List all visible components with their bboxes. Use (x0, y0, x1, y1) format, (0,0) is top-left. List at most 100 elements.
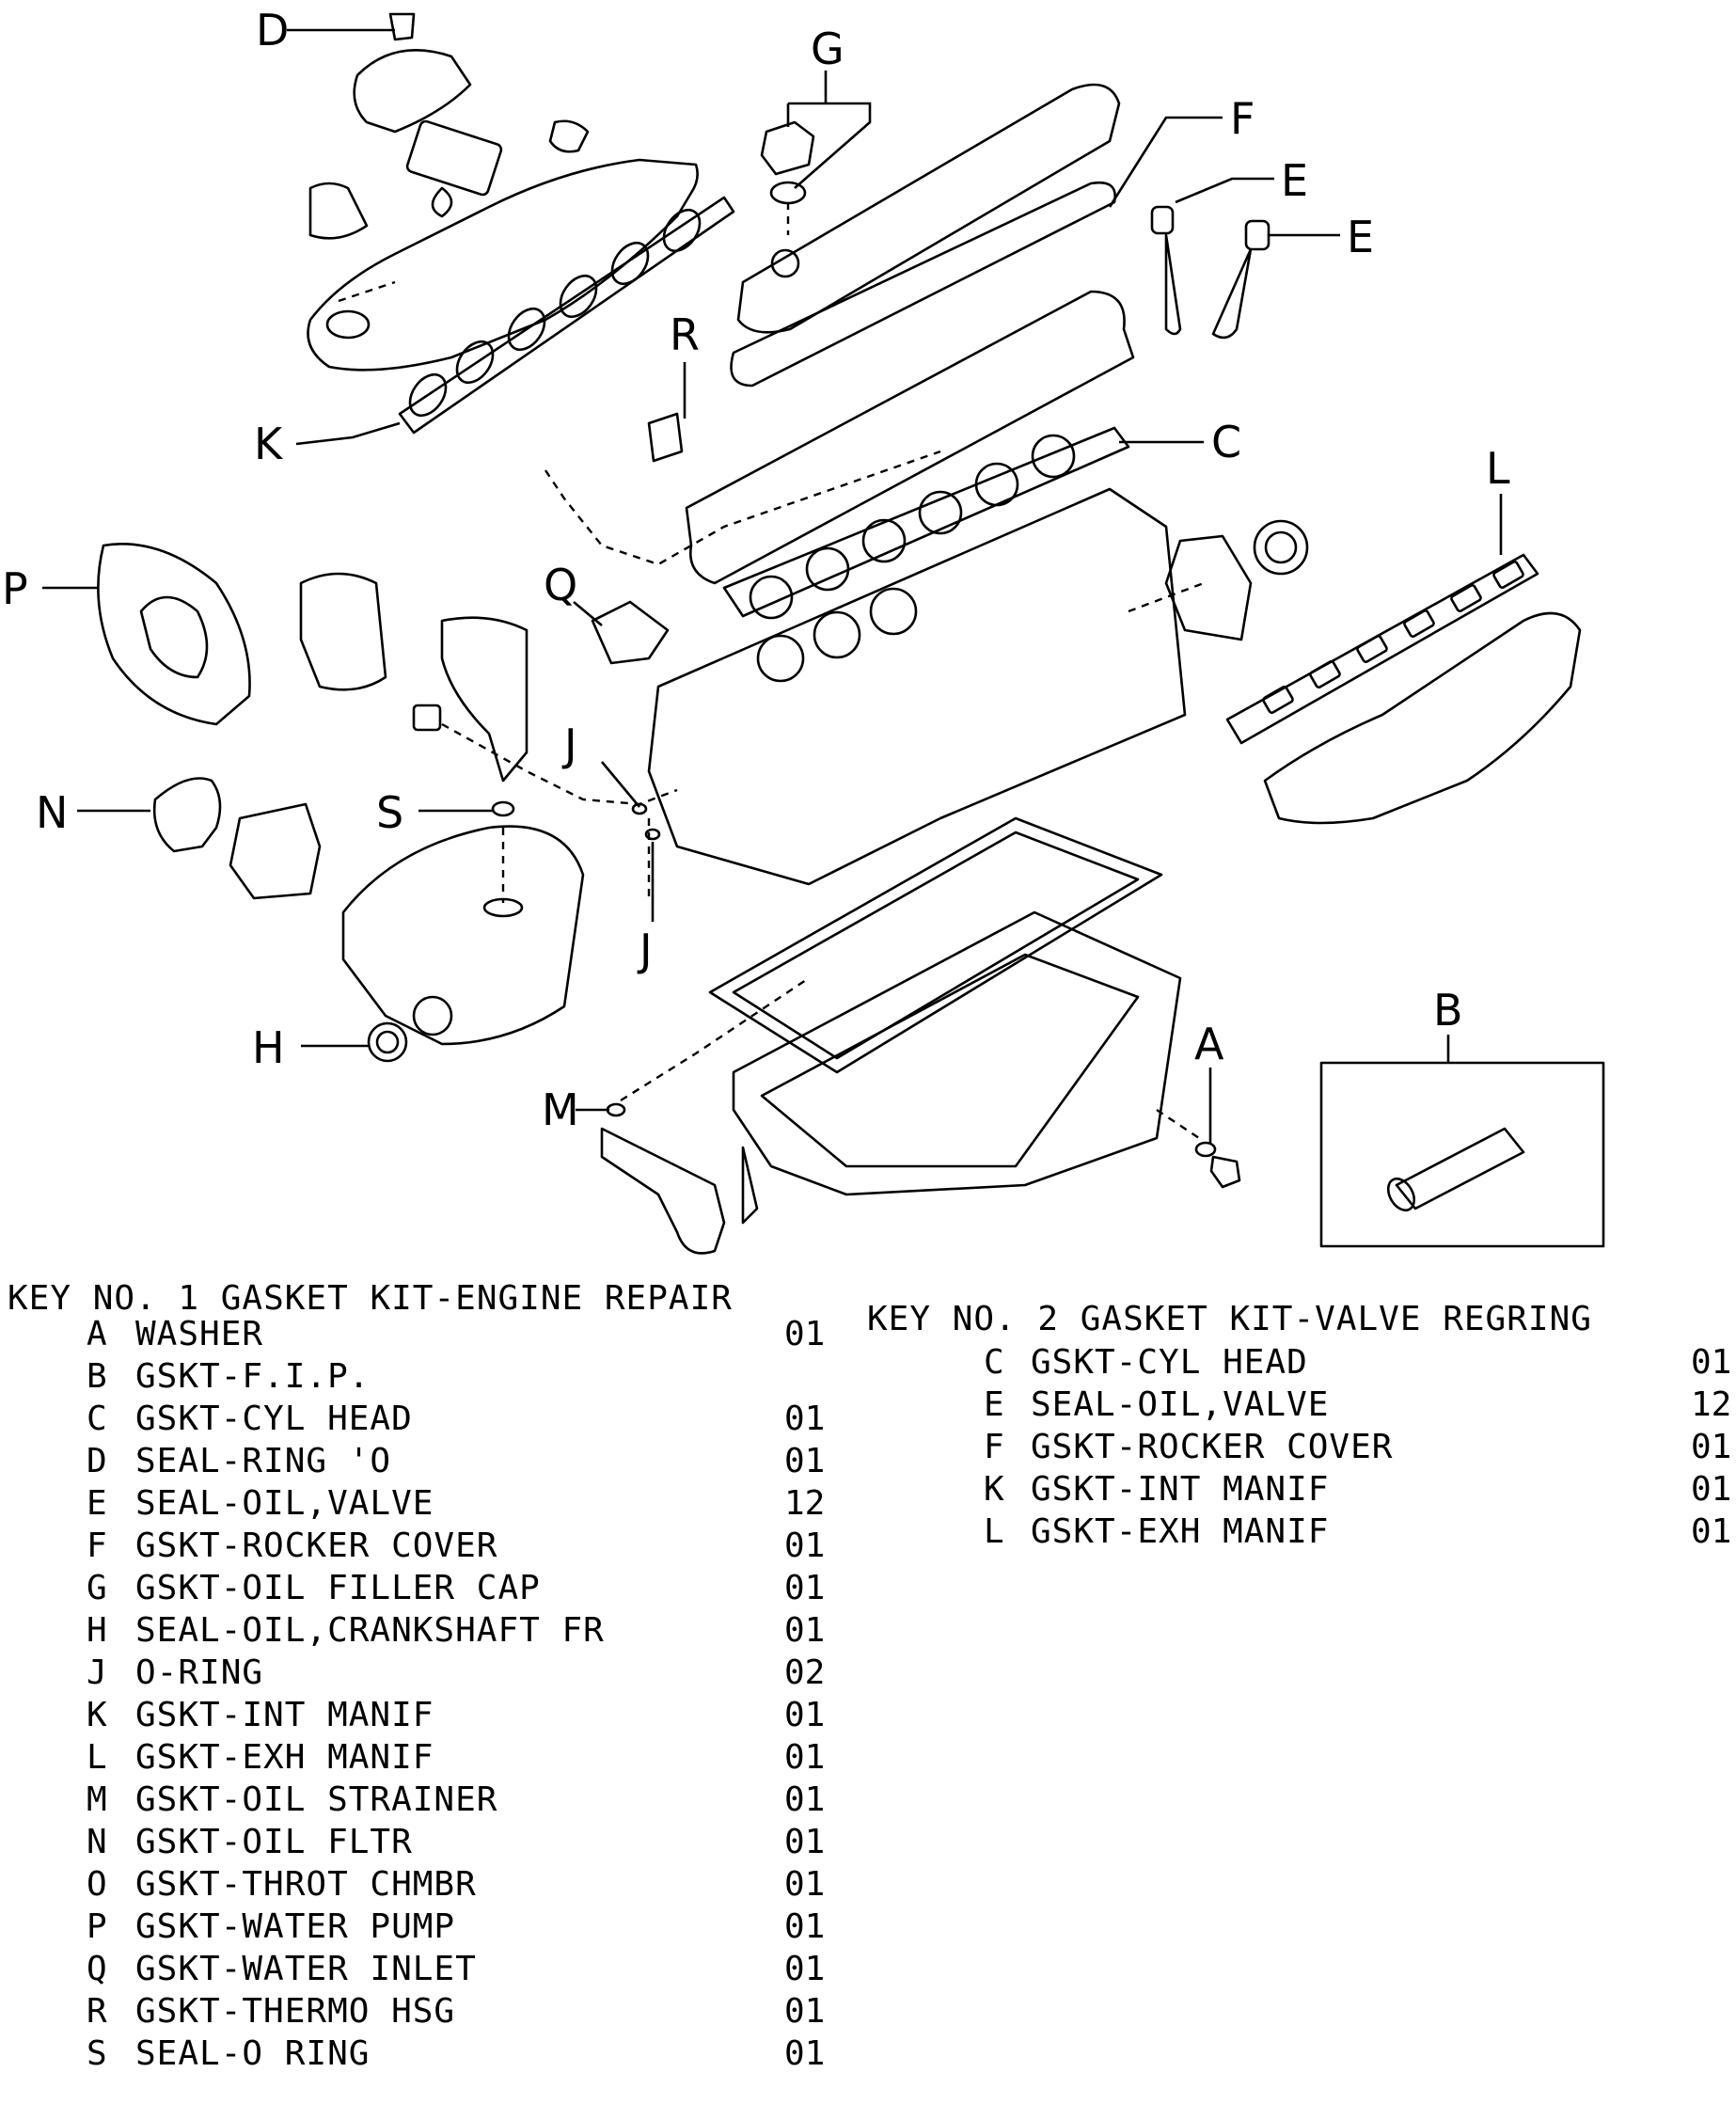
callout-F: F (1230, 93, 1255, 144)
part-letter: D (87, 1442, 107, 1480)
oil-pan-gasket (708, 816, 1163, 1074)
part-letter: J (87, 1653, 107, 1692)
intake-manifold (307, 158, 699, 372)
part-description: GSKT-ROCKER COVER (135, 1527, 498, 1565)
leader-F (1108, 116, 1223, 208)
part-description: GSKT-THROT CHMBR (135, 1865, 477, 1904)
small-gaskets (412, 704, 661, 918)
part-letter: C (984, 1343, 1004, 1382)
callout-G: G (811, 24, 844, 74)
part-quantity: 01 (784, 1569, 826, 1607)
callout-N: N (36, 787, 68, 838)
part-row: B GSKT-F.I.P. (87, 1355, 829, 1398)
part-quantity: 01 (784, 1950, 826, 1988)
part-quantity: 01 (784, 1400, 826, 1438)
exploded-parts-diagram: D G F E E R K C L P Q J J N S H M A B (2, 5, 1605, 1255)
intake-manifold-gasket (398, 196, 735, 435)
part-quantity: 01 (784, 1992, 826, 2031)
part-letter: F (87, 1527, 107, 1565)
callout-D: D (256, 5, 289, 55)
assembly-line (1156, 1109, 1200, 1139)
part-letter: P (87, 1907, 107, 1946)
cylinder-head (685, 290, 1135, 585)
leader-Q (573, 601, 603, 626)
part-letter: F (984, 1428, 1004, 1466)
fip-gasket-box (1319, 1061, 1605, 1248)
part-letter: K (87, 1696, 107, 1734)
part-letter: M (87, 1780, 107, 1819)
part-letter: K (984, 1470, 1004, 1509)
part-letter: A (87, 1315, 107, 1353)
part-description: O-RING (135, 1653, 264, 1692)
part-quantity: 01 (784, 1315, 826, 1353)
part-quantity: 01 (1691, 1343, 1732, 1382)
callout-H: H (252, 1022, 285, 1073)
thermostat-housing-gasket (647, 412, 684, 463)
rocker-cover (736, 83, 1121, 334)
part-quantity: 12 (1691, 1385, 1732, 1424)
part-letter: R (87, 1992, 107, 2031)
part-description: GSKT-EXH MANIF (135, 1738, 434, 1777)
leader-K (295, 421, 401, 446)
part-row: K GSKT-INT MANIF 01 (87, 1694, 829, 1736)
engine-block (647, 487, 1187, 886)
part-quantity: 01 (784, 1823, 826, 1861)
part-description: GSKT-THERMO HSG (135, 1992, 456, 2031)
part-description: GSKT-CYL HEAD (135, 1400, 413, 1438)
part-description: GSKT-INT MANIF (135, 1696, 434, 1734)
part-description: SEAL-OIL,VALVE (135, 1484, 434, 1523)
part-description: GSKT-INT MANIF (1031, 1470, 1330, 1509)
valve-oil-seals (1150, 205, 1270, 340)
callout-L: L (1486, 443, 1510, 494)
callout-C: C (1211, 417, 1241, 467)
assembly-line (338, 280, 396, 303)
water-inlet (591, 600, 670, 665)
front-cover (299, 572, 585, 1046)
oil-filler-cap (760, 120, 815, 205)
part-letter: H (87, 1611, 107, 1650)
part-letter: B (87, 1357, 107, 1396)
part-description: SEAL-OIL,CRANKSHAFT FR (135, 1611, 605, 1650)
parts-list-title: KEY NO. 2 GASKET KIT-VALVE REGRING (867, 1300, 1592, 1338)
part-quantity: 01 (784, 1780, 826, 1819)
assembly-line (1128, 581, 1205, 613)
part-quantity: 01 (784, 1907, 826, 1946)
assembly-line (620, 977, 810, 1102)
part-description: GSKT-F.I.P. (135, 1357, 371, 1396)
part-quantity: 01 (784, 1442, 826, 1480)
part-letter: N (87, 1823, 107, 1861)
drain-plug-washer (1194, 1141, 1241, 1189)
part-description: GSKT-OIL FILLER CAP (135, 1569, 541, 1607)
parts-list-title: KEY NO. 1 GASKET KIT-ENGINE REPAIR (8, 1279, 733, 1318)
assembly-line (544, 450, 941, 566)
part-letter: S (87, 2034, 107, 2073)
callout-B: B (1433, 985, 1463, 1036)
callout-P: P (2, 563, 28, 614)
part-description: SEAL-O RING (135, 2034, 371, 2073)
part-quantity: 01 (784, 1696, 826, 1734)
part-letter: L (87, 1738, 107, 1777)
leader-E1 (1175, 177, 1274, 204)
callout-J-1: J (561, 720, 577, 770)
part-row: L GSKT-EXH MANIF 01 (87, 1736, 829, 1779)
part-quantity: 01 (784, 1611, 826, 1650)
part-quantity: 01 (784, 1865, 826, 1904)
part-quantity: 01 (784, 1738, 826, 1777)
assembly-line (441, 722, 678, 806)
water-pump-gasket (97, 543, 251, 726)
part-description: GSKT-ROCKER COVER (1031, 1428, 1394, 1466)
oil-filter-bracket (152, 777, 322, 900)
